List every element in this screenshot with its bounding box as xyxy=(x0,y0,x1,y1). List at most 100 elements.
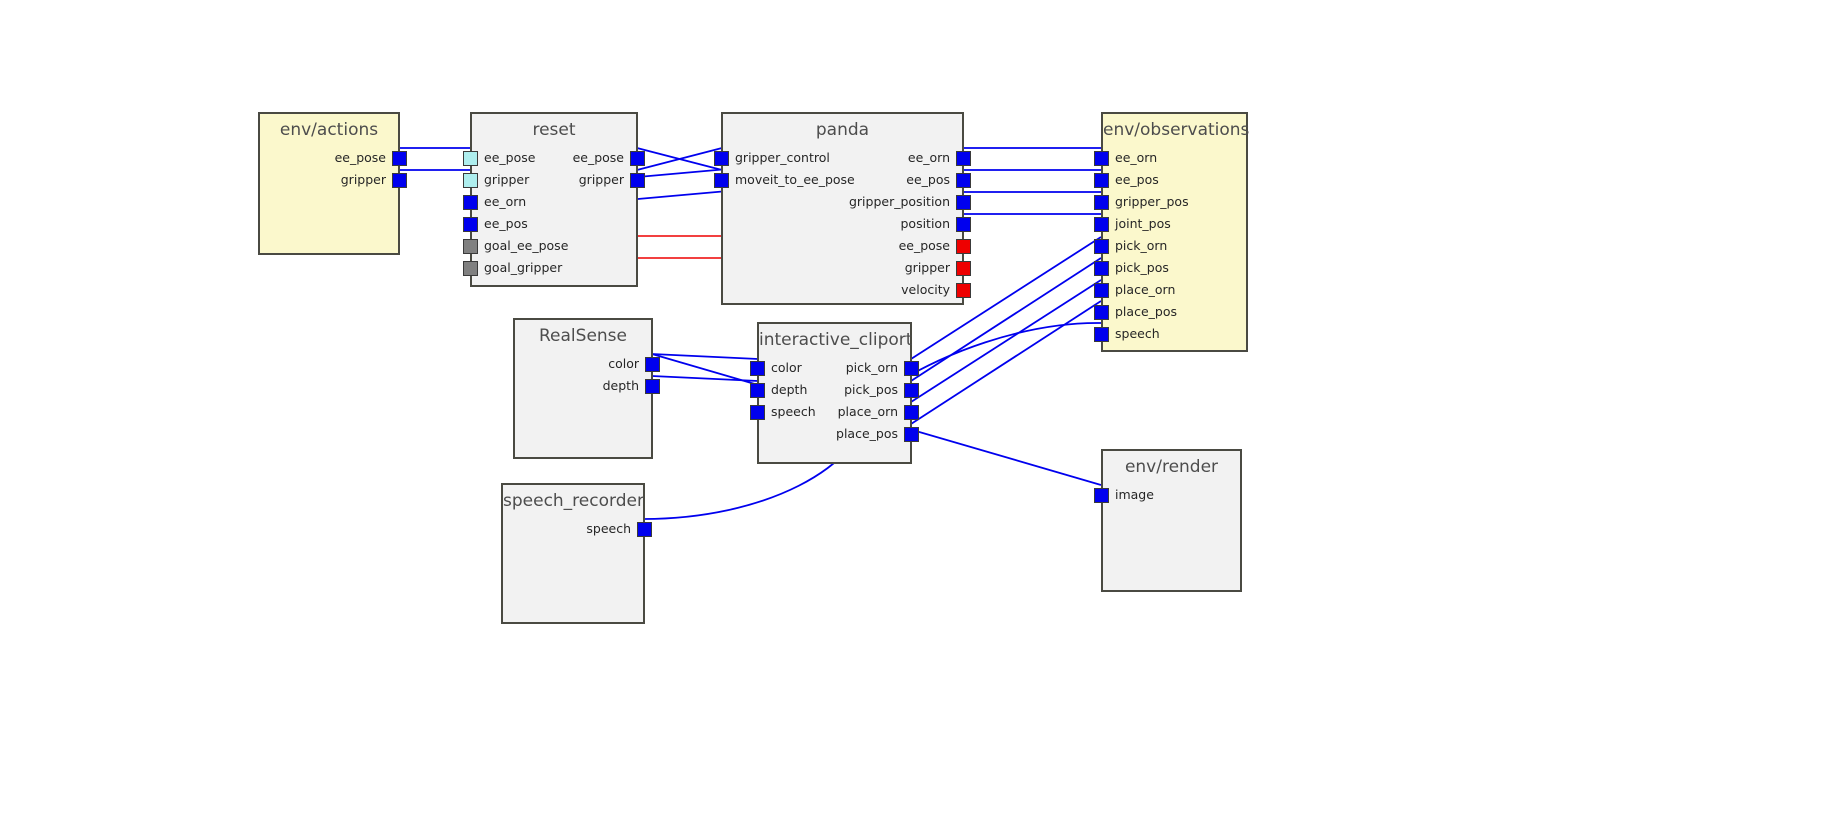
input-port-gripper[interactable]: gripper xyxy=(463,172,529,188)
input-port-place_orn[interactable]: place_orn xyxy=(1094,282,1175,298)
port-socket-icon[interactable] xyxy=(904,360,919,376)
output-port-place_orn[interactable]: place_orn xyxy=(838,404,919,420)
port-socket-icon[interactable] xyxy=(1094,326,1109,342)
port-socket-icon[interactable] xyxy=(463,216,478,232)
output-port-ee_orn[interactable]: ee_orn xyxy=(908,150,971,166)
port-label: ee_pose xyxy=(572,150,624,165)
port-label: color xyxy=(771,360,802,375)
output-port-gripper_position[interactable]: gripper_position xyxy=(849,194,971,210)
input-port-moveit_to_ee_pose[interactable]: moveit_to_ee_pose xyxy=(714,172,855,188)
port-socket-icon[interactable] xyxy=(956,238,971,254)
port-socket-icon[interactable] xyxy=(956,260,971,276)
port-socket-icon[interactable] xyxy=(392,172,407,188)
port-socket-icon[interactable] xyxy=(750,382,765,398)
output-port-place_pos[interactable]: place_pos xyxy=(836,426,919,442)
node-title: env/render xyxy=(1124,457,1219,477)
output-port-velocity[interactable]: velocity xyxy=(901,282,971,298)
port-socket-icon[interactable] xyxy=(1094,194,1109,210)
port-socket-icon[interactable] xyxy=(956,150,971,166)
output-port-pick_orn[interactable]: pick_orn xyxy=(846,360,919,376)
output-port-gripper[interactable]: gripper xyxy=(905,260,971,276)
input-port-ee_orn[interactable]: ee_orn xyxy=(1094,150,1157,166)
port-socket-icon[interactable] xyxy=(750,404,765,420)
port-label: ee_pos xyxy=(1115,172,1159,187)
port-label: pick_pos xyxy=(1115,260,1169,275)
output-port-depth[interactable]: depth xyxy=(603,378,660,394)
port-socket-icon[interactable] xyxy=(750,360,765,376)
port-socket-icon[interactable] xyxy=(904,382,919,398)
input-port-speech[interactable]: speech xyxy=(750,404,816,420)
output-port-ee_pose[interactable]: ee_pose xyxy=(899,238,971,254)
input-port-speech[interactable]: speech xyxy=(1094,326,1160,342)
output-port-speech[interactable]: speech xyxy=(586,521,652,537)
input-port-ee_pose[interactable]: ee_pose xyxy=(463,150,535,166)
port-socket-icon[interactable] xyxy=(956,194,971,210)
input-port-goal_ee_pose[interactable]: goal_ee_pose xyxy=(463,238,568,254)
output-port-position[interactable]: position xyxy=(900,216,971,232)
input-port-goal_gripper[interactable]: goal_gripper xyxy=(463,260,562,276)
port-socket-icon[interactable] xyxy=(463,150,478,166)
port-socket-icon[interactable] xyxy=(956,282,971,298)
input-port-pick_pos[interactable]: pick_pos xyxy=(1094,260,1169,276)
port-socket-icon[interactable] xyxy=(1094,150,1109,166)
port-socket-icon[interactable] xyxy=(637,521,652,537)
port-socket-icon[interactable] xyxy=(463,194,478,210)
input-port-gripper_control[interactable]: gripper_control xyxy=(714,150,830,166)
port-socket-icon[interactable] xyxy=(1094,238,1109,254)
input-port-pick_orn[interactable]: pick_orn xyxy=(1094,238,1167,254)
port-label: goal_gripper xyxy=(484,260,563,275)
port-socket-icon[interactable] xyxy=(463,238,478,254)
input-port-ee_pos[interactable]: ee_pos xyxy=(1094,172,1159,188)
port-label: joint_pos xyxy=(1115,216,1171,231)
input-port-place_pos[interactable]: place_pos xyxy=(1094,304,1177,320)
port-socket-icon[interactable] xyxy=(463,260,478,276)
output-port-gripper[interactable]: gripper xyxy=(579,172,645,188)
output-port-color[interactable]: color xyxy=(608,356,660,372)
port-socket-icon[interactable] xyxy=(904,404,919,420)
output-port-ee_pos[interactable]: ee_pos xyxy=(906,172,971,188)
port-socket-icon[interactable] xyxy=(714,150,729,166)
port-socket-icon[interactable] xyxy=(1094,282,1109,298)
port-socket-icon[interactable] xyxy=(714,172,729,188)
output-port-ee_pose[interactable]: ee_pose xyxy=(573,150,645,166)
node-env-render[interactable]: env/render image xyxy=(1094,449,1242,592)
port-socket-icon[interactable] xyxy=(956,216,971,232)
port-socket-icon[interactable] xyxy=(392,150,407,166)
port-label: gripper_control xyxy=(735,150,830,165)
port-label: place_pos xyxy=(836,426,898,441)
port-socket-icon[interactable] xyxy=(904,426,919,442)
input-port-depth[interactable]: depth xyxy=(750,382,807,398)
port-socket-icon[interactable] xyxy=(1094,487,1109,503)
input-port-joint_pos[interactable]: joint_pos xyxy=(1094,216,1171,232)
port-socket-icon[interactable] xyxy=(463,172,478,188)
port-socket-icon[interactable] xyxy=(1094,260,1109,276)
input-port-gripper_pos[interactable]: gripper_pos xyxy=(1094,194,1189,210)
port-socket-icon[interactable] xyxy=(1094,216,1109,232)
port-label: speech xyxy=(771,404,816,419)
input-port-image[interactable]: image xyxy=(1094,487,1154,503)
input-port-color[interactable]: color xyxy=(750,360,802,376)
port-label: ee_pose xyxy=(898,238,950,253)
port-socket-icon[interactable] xyxy=(956,172,971,188)
input-port-ee_orn[interactable]: ee_orn xyxy=(463,194,526,210)
port-socket-icon[interactable] xyxy=(645,356,660,372)
port-label: position xyxy=(900,216,950,231)
port-socket-icon[interactable] xyxy=(1094,304,1109,320)
port-socket-icon[interactable] xyxy=(630,172,645,188)
port-socket-icon[interactable] xyxy=(630,150,645,166)
port-label: ee_orn xyxy=(484,194,527,209)
port-label: ee_pos xyxy=(484,216,528,231)
port-socket-icon[interactable] xyxy=(645,378,660,394)
output-port-gripper[interactable]: gripper xyxy=(341,172,407,188)
input-port-ee_pos[interactable]: ee_pos xyxy=(463,216,528,232)
output-port-pick_pos[interactable]: pick_pos xyxy=(844,382,919,398)
port-socket-icon[interactable] xyxy=(1094,172,1109,188)
output-port-ee_pose[interactable]: ee_pose xyxy=(335,150,407,166)
